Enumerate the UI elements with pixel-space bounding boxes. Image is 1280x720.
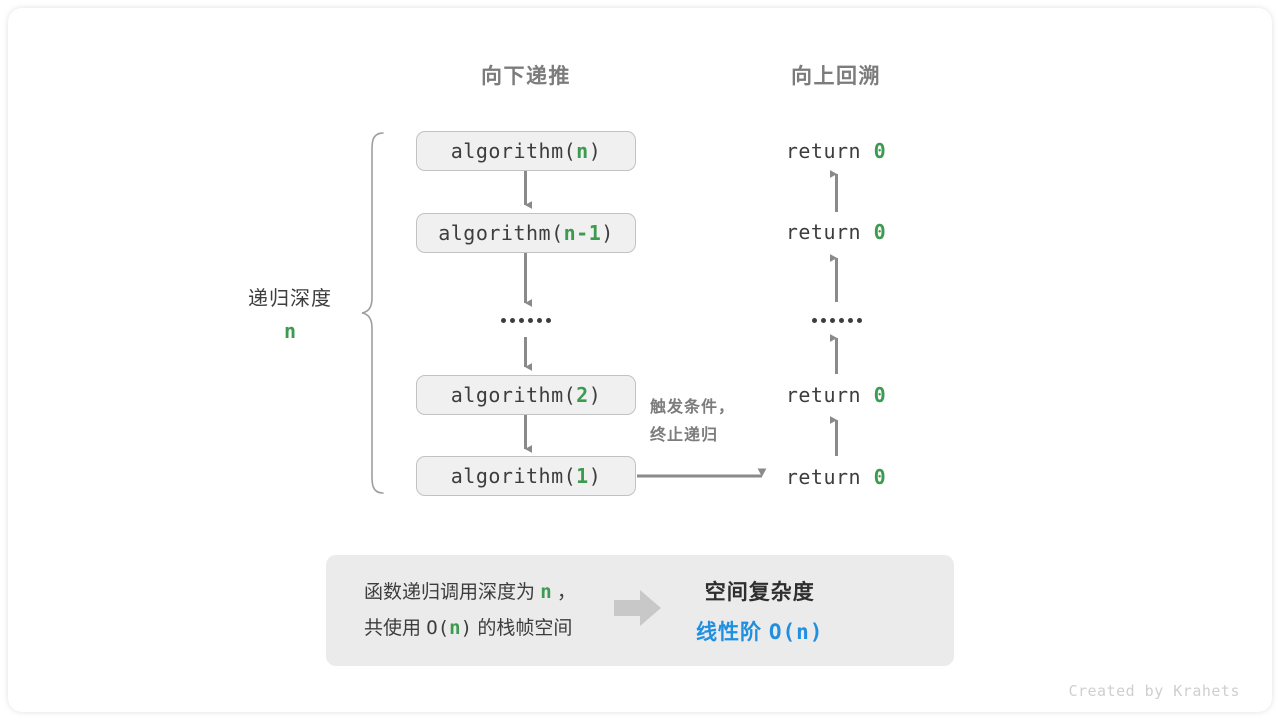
- summary-complexity-order: 线性阶: [696, 620, 769, 644]
- summary-box: 函数递归调用深度为 n ， 共使用 O(n) 的栈帧空间 空间复杂度 线性阶 O…: [326, 555, 954, 666]
- base-case-note: 触发条件， 终止递归: [650, 394, 735, 450]
- summary-complexity-value: 线性阶 O(n): [696, 616, 823, 646]
- call-paren-close: ): [588, 139, 602, 163]
- call-box-1[interactable]: algorithm(1): [416, 456, 636, 496]
- summary-line2-n: n: [449, 616, 461, 639]
- call-fn-name: algorithm(: [450, 139, 577, 163]
- summary-line2-o: O(: [426, 616, 450, 639]
- call-arg: 1: [576, 464, 589, 488]
- recursion-depth-text: 递归深度: [248, 288, 332, 310]
- summary-line1-suffix: ，: [551, 582, 577, 604]
- call-box-n-minus-1[interactable]: algorithm(n-1): [416, 213, 636, 253]
- return-keyword: return: [785, 139, 862, 163]
- return-keyword: return: [785, 383, 862, 407]
- summary-complexity-title: 空间复杂度: [704, 580, 815, 604]
- call-fn-name: algorithm(: [450, 383, 577, 407]
- return-value: 0: [873, 220, 887, 244]
- return-value: 0: [873, 465, 887, 489]
- return-keyword: return: [785, 220, 862, 244]
- call-arg: n-1: [563, 221, 602, 245]
- summary-line1-n: n: [540, 581, 552, 604]
- return-label-1: return 0: [736, 139, 936, 163]
- header-downward: 向下递推: [481, 65, 571, 88]
- base-case-note-line1: 触发条件，: [650, 399, 736, 416]
- recursion-depth-value: n: [283, 319, 297, 343]
- call-fn-name: algorithm(: [450, 464, 577, 488]
- return-value: 0: [873, 383, 887, 407]
- base-case-note-line2: 终止递归: [650, 427, 719, 444]
- summary-line2-close: ): [460, 616, 473, 639]
- return-label-4: return 0: [736, 465, 936, 489]
- summary-line2-prefix: 共使用: [364, 617, 427, 639]
- call-arg: n: [576, 139, 589, 163]
- call-box-2[interactable]: algorithm(2): [416, 375, 636, 415]
- call-paren-close: ): [601, 221, 614, 245]
- call-arg: 2: [576, 383, 589, 407]
- summary-complexity-bigo: O(n): [768, 619, 824, 644]
- return-keyword: return: [785, 465, 862, 489]
- summary-line1-prefix: 函数递归调用深度为: [364, 582, 541, 604]
- return-value: 0: [873, 139, 887, 163]
- ellipsis-right: [807, 318, 867, 323]
- call-fn-name: algorithm(: [438, 221, 564, 245]
- summary-line-2: 共使用 O(n) 的栈帧空间: [364, 611, 576, 646]
- call-paren-close: ): [588, 383, 602, 407]
- ellipsis-left: [496, 318, 556, 323]
- return-label-2: return 0: [736, 220, 936, 244]
- summary-line2-suffix: 的栈帧空间: [472, 617, 573, 639]
- call-box-n[interactable]: algorithm(n): [416, 131, 636, 171]
- credit-text: Created by Krahets: [1068, 682, 1240, 700]
- block-arrow-right-icon: [614, 589, 662, 632]
- call-paren-close: ): [588, 464, 602, 488]
- recursion-depth-label: 递归深度 n: [190, 282, 390, 343]
- summary-right-text: 空间复杂度 线性阶 O(n): [696, 576, 823, 646]
- header-upward: 向上回溯: [791, 65, 881, 88]
- summary-line-1: 函数递归调用深度为 n ，: [364, 575, 576, 610]
- summary-left-text: 函数递归调用深度为 n ， 共使用 O(n) 的栈帧空间: [364, 575, 576, 645]
- return-label-3: return 0: [736, 383, 936, 407]
